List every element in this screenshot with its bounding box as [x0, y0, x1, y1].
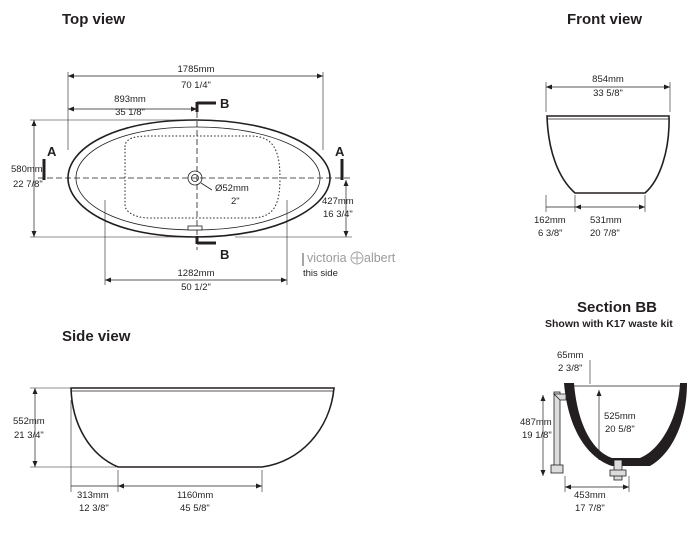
top-width-mm: 580mm: [11, 164, 43, 175]
top-base-in: 50 1/2": [181, 282, 211, 293]
top-length-mm: 1785mm: [178, 64, 215, 75]
section-waste-trap-right: [609, 469, 627, 477]
top-tub-base-outline: [124, 135, 281, 219]
top-view-heading: Top view: [62, 11, 125, 28]
front-base-in: 20 7/8": [590, 228, 620, 239]
section-overflow-mm: 487mm: [520, 417, 552, 428]
top-inner-width-mm: 427mm: [322, 196, 354, 207]
brand-logo-left: victoria: [307, 251, 347, 265]
top-inner-width-arrows: [343, 180, 349, 237]
section-bb-view: Section BB Shown with K17 waste kit 65mm…: [520, 299, 687, 514]
section-subheading: Shown with K17 waste kit: [545, 318, 673, 330]
front-tub-outline: [546, 115, 670, 194]
top-boffset-mm: 893mm: [114, 94, 146, 105]
brand-logo-plus-icon: [350, 251, 364, 265]
side-tub-outline: [70, 387, 335, 468]
side-base-mm: 1160mm: [177, 490, 213, 501]
side-view-heading: Side view: [62, 328, 131, 345]
top-base-mm: 1282mm: [178, 268, 215, 279]
top-view: Top view 1785mm 70 1/4" 893mm 35 1/8" B …: [11, 11, 396, 293]
side-offset-mm: 313mm: [77, 490, 109, 501]
side-offset-in: 12 3/8": [79, 503, 109, 514]
side-base-in: 45 5/8": [180, 503, 210, 514]
top-tub-outline: [67, 119, 331, 238]
section-rim-in: 2 3/8": [558, 363, 583, 374]
top-inner-width-in: 16 3/4": [323, 209, 353, 220]
front-width-mm: 854mm: [592, 74, 624, 85]
section-depth-in: 20 5/8": [605, 424, 635, 435]
waste-outer-icon: [187, 170, 203, 186]
front-width-in: 33 5/8": [593, 88, 623, 99]
front-view: Front view 854mm 33 5/8" 162mm 6 3/8" 53…: [534, 11, 671, 239]
top-width-in: 22 7/8": [13, 179, 43, 190]
section-overflow-elbow: [553, 393, 567, 401]
brand-logo-right: albert: [364, 251, 396, 265]
section-b-label-top: B: [220, 96, 229, 111]
top-boffset-in: 35 1/8": [115, 107, 145, 118]
side-height-mm: 552mm: [13, 416, 45, 427]
waste-diameter-in: 2": [231, 196, 240, 207]
waste-diameter-mm: Ø52mm: [215, 183, 249, 194]
section-overflow-in: 19 1/8": [522, 430, 552, 441]
overflow-icon: [187, 225, 203, 231]
section-heading: Section BB: [577, 299, 657, 316]
side-view: Side view 552mm 21 3/4" 313mm 12 3/8" 11…: [13, 328, 335, 514]
section-base-in: 17 7/8": [575, 503, 605, 514]
section-waste-trap-left: [550, 464, 564, 474]
section-a-label-left: A: [47, 144, 57, 159]
front-base-mm: 531mm: [590, 215, 622, 226]
brand-note: this side: [303, 268, 338, 279]
front-view-heading: Front view: [567, 11, 642, 28]
waste-leader: [200, 182, 213, 191]
section-overflow-pipe: [553, 391, 561, 471]
section-rim-mm: 65mm: [557, 350, 583, 361]
front-offset-mm: 162mm: [534, 215, 566, 226]
section-b-label-bottom: B: [220, 247, 229, 262]
section-base-mm: 453mm: [574, 490, 606, 501]
section-depth-mm: 525mm: [604, 411, 636, 422]
section-a-label-right: A: [335, 144, 345, 159]
top-length-in: 70 1/4": [181, 80, 211, 91]
waste-inner-icon: [191, 174, 199, 182]
front-offset-in: 6 3/8": [538, 228, 563, 239]
side-height-in: 21 3/4": [14, 430, 44, 441]
